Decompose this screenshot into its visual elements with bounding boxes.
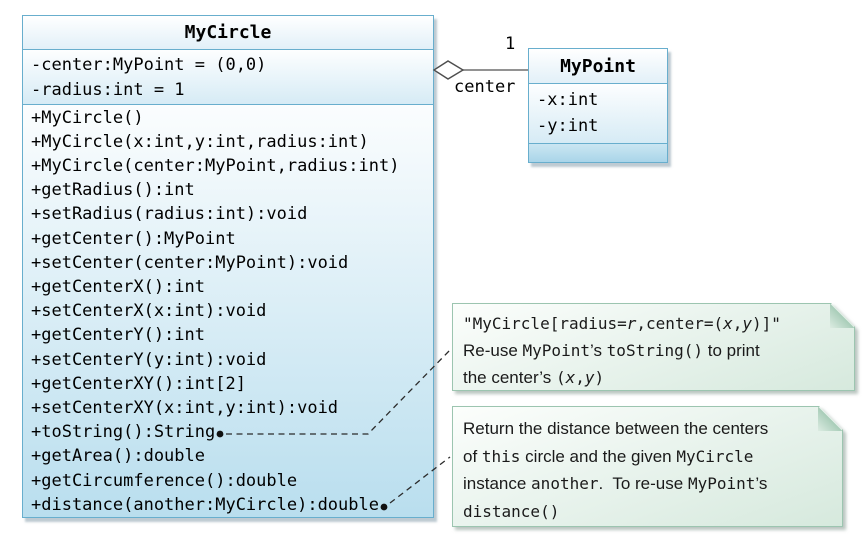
- note-text-segment: y: [742, 314, 753, 333]
- association-multiplicity-label: 1: [505, 34, 516, 54]
- note-text-segment: ,: [732, 314, 743, 333]
- method-entry: +setCenter(center:MyPoint):void: [31, 252, 349, 273]
- method-entry: +getCenterY():int: [31, 325, 205, 346]
- method-entry: +toString():String: [31, 422, 216, 443]
- note-text-segment: Return the distance between the centers: [463, 419, 769, 438]
- note-line: of this circle and the given MyCircle: [463, 443, 832, 471]
- note-text-segment: ’s: [589, 341, 607, 360]
- class-attributes-mycircle: -center:MyPoint = (0,0) -radius:int = 1: [23, 49, 433, 105]
- note-tostring: "MyCircle[radius=r,center=(x,y)]"Re-use …: [452, 303, 855, 391]
- note-text-segment: circle and the given: [520, 446, 677, 466]
- note-tostring-body: "MyCircle[radius=r,center=(x,y)]"Re-use …: [453, 304, 854, 391]
- method-entry: +getRadius():int: [31, 180, 195, 201]
- method-entry: +getCenterX():int: [31, 276, 205, 297]
- note-text-segment: the center’s: [463, 368, 556, 387]
- note-text-segment: Re-use: [463, 341, 523, 360]
- note-text-segment: ,center=(: [636, 314, 724, 333]
- note-line: distance(): [463, 498, 832, 526]
- note-text-segment: to print: [703, 341, 760, 360]
- note-line: instance another. To re-use MyPoint’s: [463, 470, 832, 498]
- method-entry: +setCenterXY(x:int,y:int):void: [31, 397, 339, 418]
- note-line: Return the distance between the centers: [463, 415, 832, 443]
- method-entry: +MyCircle(center:MyPoint,radius:int): [31, 155, 400, 176]
- method-entry: +getCenterXY():int[2]: [31, 373, 246, 394]
- note-text-segment: ’s: [755, 474, 768, 493]
- note-text-segment: of: [463, 446, 482, 466]
- method-entry: +MyCircle(): [31, 107, 144, 128]
- association-role-label: center: [454, 77, 516, 97]
- note-line: Re-use MyPoint’s toString() to print: [463, 337, 844, 364]
- attribute-entry: -x:int: [537, 90, 599, 110]
- note-text-segment: ): [594, 368, 605, 387]
- note-text-segment: y: [584, 368, 595, 387]
- note-text-segment: "MyCircle[radius=: [463, 314, 627, 333]
- class-attributes-mypoint: -x:int -y:int: [529, 84, 667, 144]
- method-entry: +setCenterX(x:int):void: [31, 301, 267, 322]
- method-entry: +getCenter():MyPoint: [31, 228, 236, 249]
- note-text-segment: another: [531, 474, 599, 493]
- method-entry: +setRadius(radius:int):void: [31, 204, 308, 225]
- note-text-segment: distance(): [463, 501, 560, 521]
- note-distance: Return the distance between the centers o…: [452, 406, 843, 527]
- note-text-segment: ,: [575, 368, 585, 387]
- note-text-segment: instance: [463, 474, 532, 493]
- method-entry: +setCenterY(y:int):void: [31, 349, 267, 370]
- note-text-segment: (: [555, 368, 566, 387]
- note-tostring-wrap: "MyCircle[radius=r,center=(x,y)]"Re-use …: [452, 303, 855, 391]
- class-methods-mypoint-empty: [529, 144, 667, 162]
- method-entry: +distance(another:MyCircle):double: [31, 494, 379, 515]
- note-text-segment: x: [723, 314, 733, 333]
- class-title-mypoint: MyPoint: [529, 49, 667, 84]
- class-box-mycircle: MyCircle -center:MyPoint = (0,0) -radius:…: [22, 15, 434, 518]
- attribute-entry: -radius:int = 1: [31, 79, 185, 100]
- method-entry: +getArea():double: [31, 446, 205, 467]
- attribute-entry: -center:MyPoint = (0,0): [31, 54, 267, 75]
- class-box-mypoint: MyPoint -x:int -y:int: [528, 48, 668, 163]
- note-line: the center’s (x,y): [463, 364, 844, 391]
- note-text-segment: x: [565, 368, 576, 387]
- note-distance-body: Return the distance between the centers o…: [453, 407, 842, 525]
- note-distance-wrap: Return the distance between the centers o…: [452, 406, 843, 527]
- method-entry: +getCircumference():double: [31, 470, 298, 491]
- note-text-segment: . To re-use: [598, 474, 688, 493]
- class-methods-mycircle: +MyCircle() +MyCircle(x:int,y:int,radius:…: [23, 104, 433, 517]
- note-text-segment: MyPoint: [687, 474, 756, 493]
- method-entry: +MyCircle(x:int,y:int,radius:int): [31, 131, 369, 152]
- note-text-segment: MyPoint: [522, 341, 590, 360]
- note-text-segment: toString(): [606, 341, 703, 360]
- note-text-segment: r: [626, 314, 637, 333]
- note-text-segment: )]": [752, 314, 781, 333]
- note-line: "MyCircle[radius=r,center=(x,y)]": [463, 310, 844, 337]
- note-text-segment: MyCircle: [676, 446, 754, 466]
- class-title-mycircle: MyCircle: [23, 16, 433, 50]
- attribute-entry: -y:int: [537, 116, 599, 136]
- note-text-segment: this: [481, 446, 521, 466]
